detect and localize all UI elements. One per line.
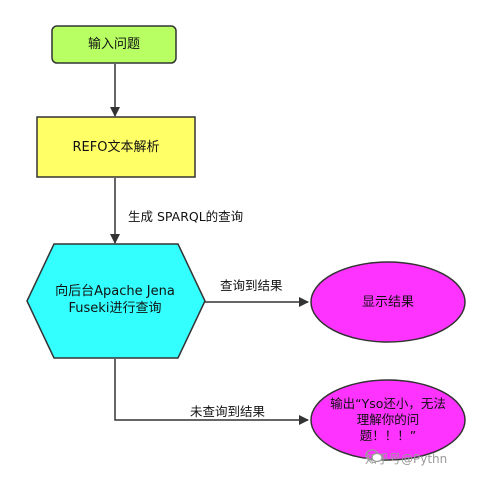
- node-result-text: 显示结果: [361, 294, 414, 310]
- node-fuseki-text-line1: 向后台Apache Jena: [55, 284, 175, 299]
- node-fuseki-label: 向后台Apache Jena Fuseki进行查询: [40, 272, 190, 328]
- node-noresult-text-line1: 输出“Yso还小，无法: [330, 396, 446, 411]
- node-input-shape: [51, 25, 177, 64]
- node-noresult-label: 输出“Yso还小，无法 理解你的问 题！！！”: [314, 392, 462, 448]
- node-refo-shape: [36, 116, 196, 178]
- node-noresult-shape: [310, 379, 466, 461]
- edge-label-sparql: 生成 SPARQL的查询: [128, 209, 244, 224]
- node-result-label: 显示结果: [311, 262, 465, 342]
- node-result-shape: [310, 261, 466, 343]
- node-fuseki-text-line2: Fuseki进行查询: [68, 301, 162, 316]
- node-input-text: 输入问题: [87, 37, 140, 52]
- node-fuseki-shape: [26, 243, 206, 359]
- node-refo-label: REFO文本解析: [37, 117, 195, 177]
- edge-label-found: 查询到结果: [220, 278, 283, 293]
- node-noresult-text-line2: 理解你的问: [356, 412, 420, 427]
- edge-label-notfound: 未查询到结果: [190, 404, 266, 419]
- watermark: 知乎号@Pythn: [365, 449, 447, 467]
- node-refo-text: REFO文本解析: [72, 139, 160, 155]
- chat-bubbles-icon: [365, 449, 383, 463]
- node-noresult-text-line3: 题！！！”: [359, 428, 417, 443]
- node-input-label: 输入问题: [52, 26, 176, 63]
- watermark-text: 知乎号@Pythn: [365, 451, 448, 466]
- edge-fuseki-to-noresult: [114, 359, 309, 425]
